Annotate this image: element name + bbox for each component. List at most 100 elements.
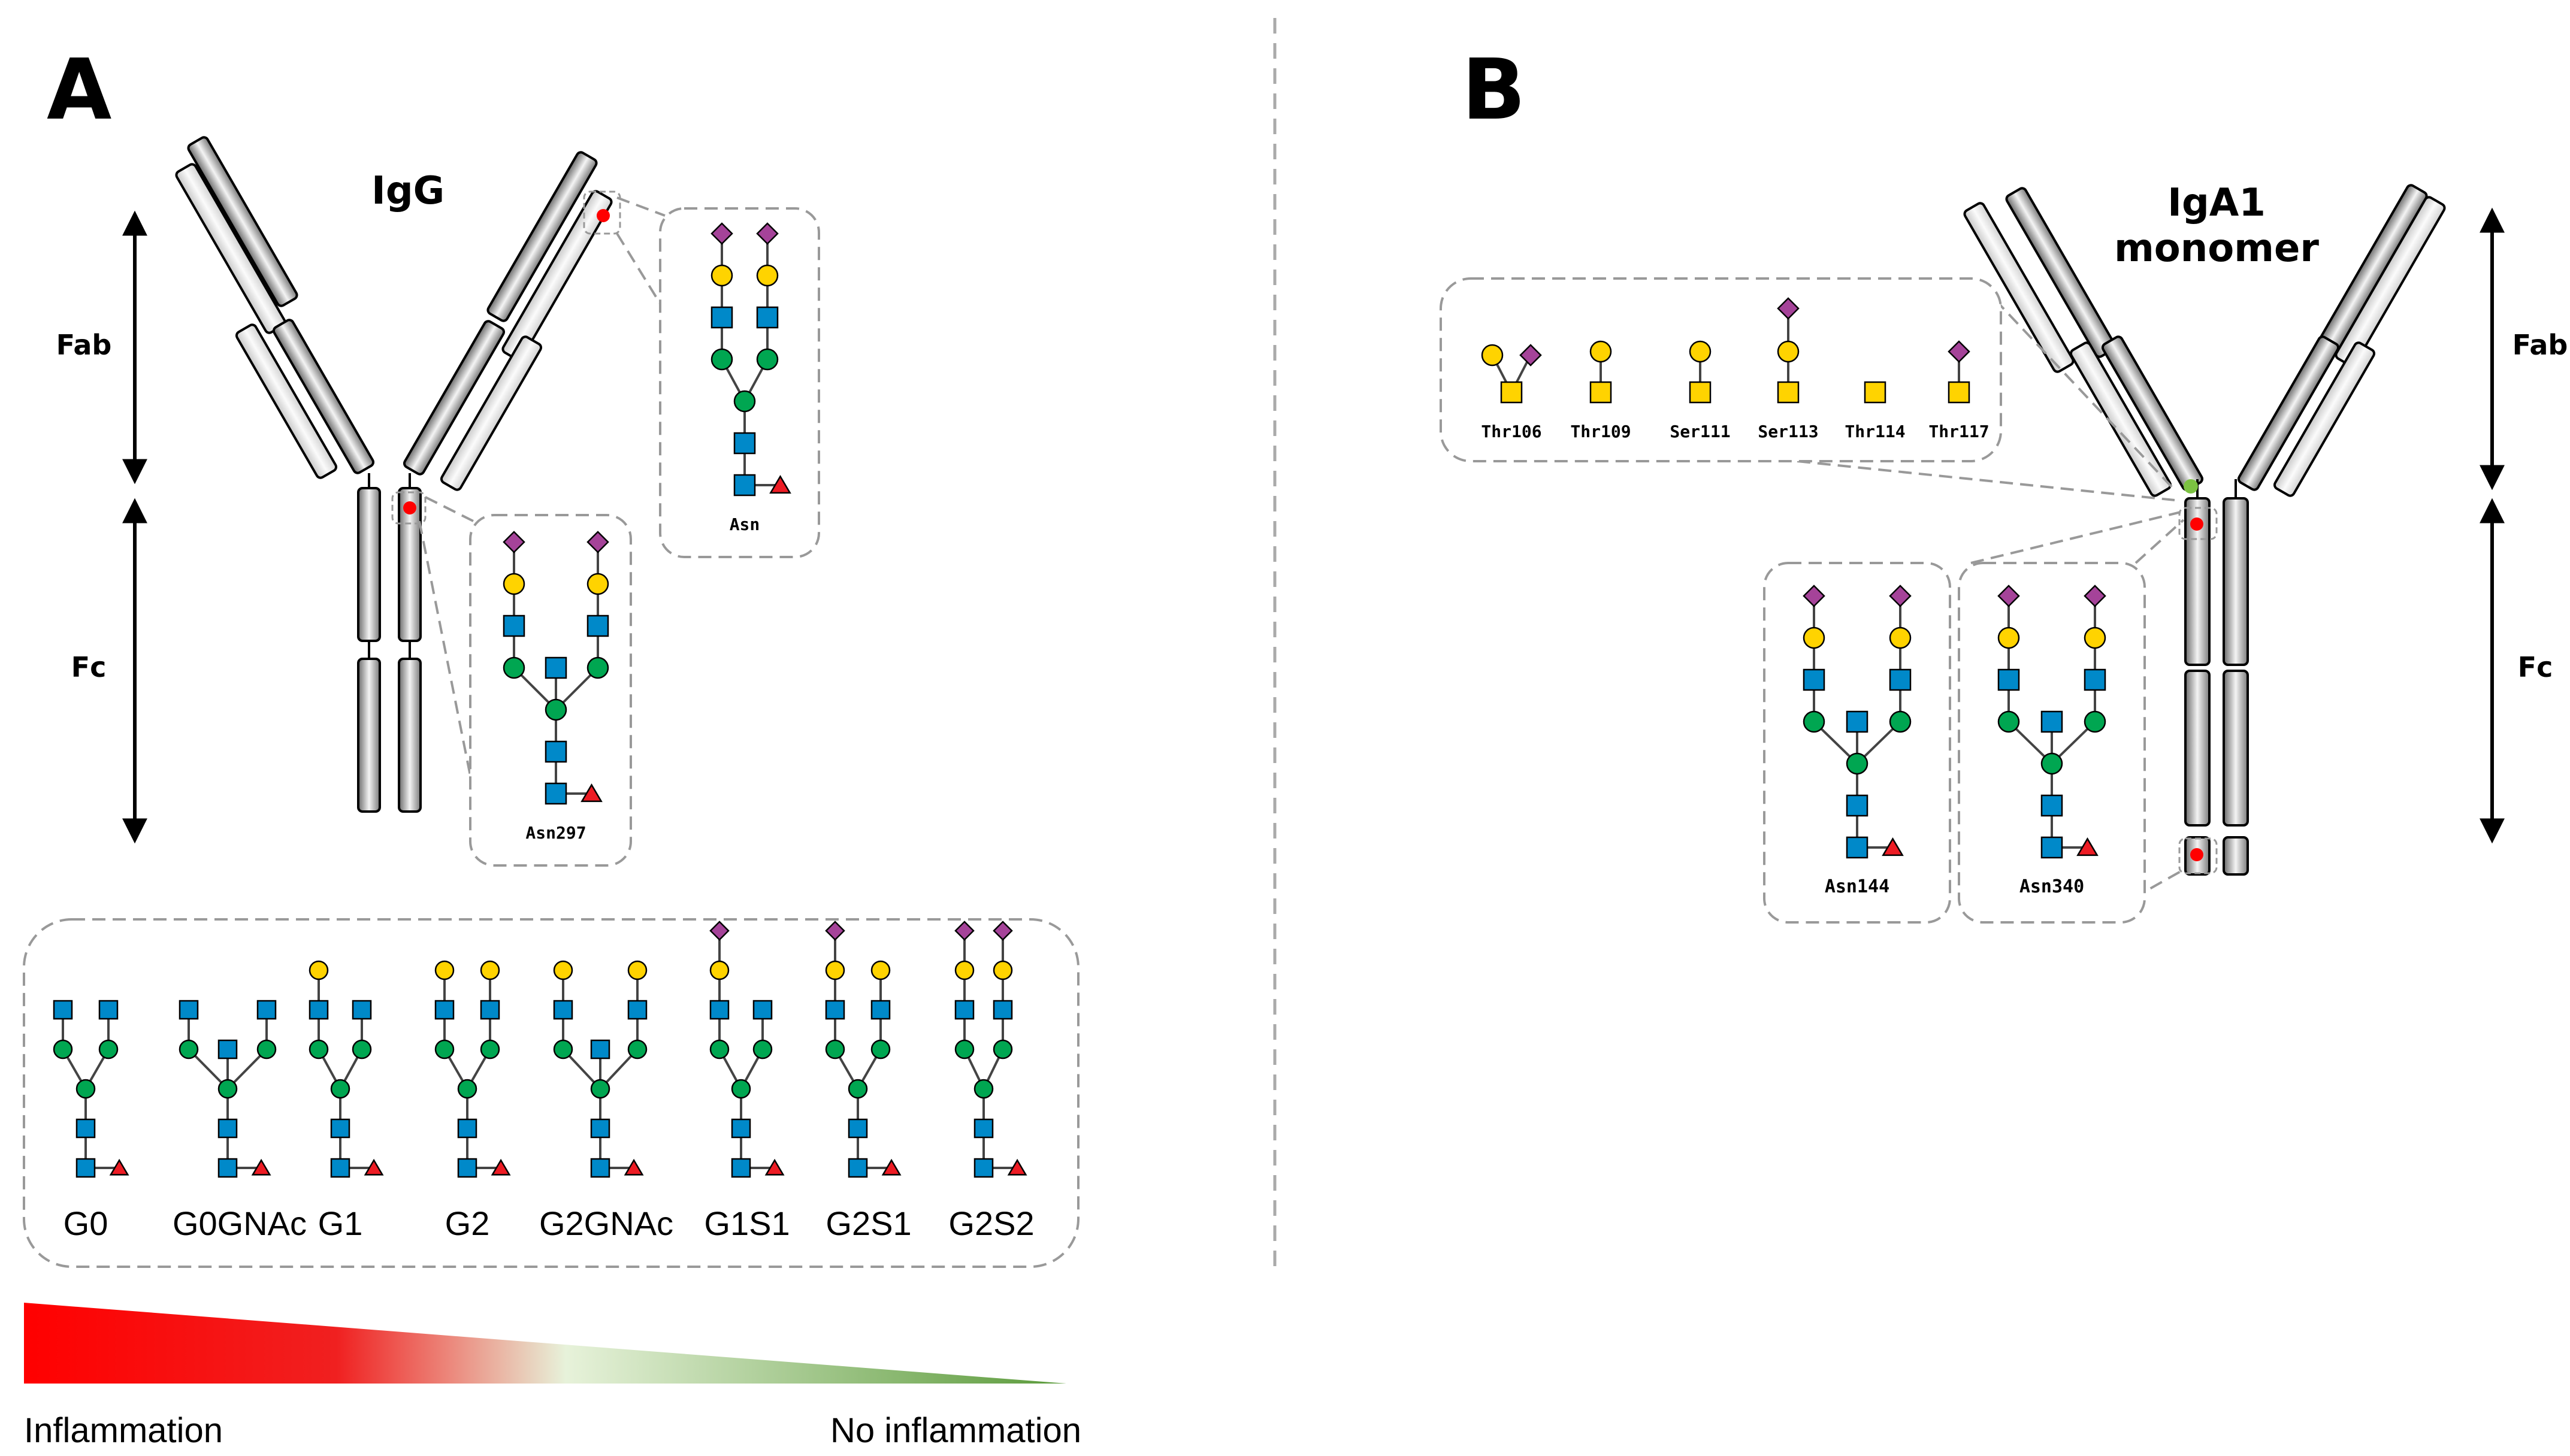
glcnac-square-icon: [217, 1158, 238, 1178]
mannose-circle-icon: [309, 1039, 329, 1060]
sialic-acid-diamond-icon: [1777, 297, 1800, 320]
mannose-circle-icon: [434, 1039, 455, 1060]
igg-fc-arrow: Fc: [71, 498, 147, 844]
glcnac-square-icon: [98, 1000, 119, 1020]
mannose-circle-icon: [553, 1039, 573, 1060]
glcnac-square-icon: [731, 1118, 751, 1139]
galactose-circle-icon: [434, 960, 455, 980]
galnac-square-icon: [1864, 381, 1886, 404]
mannose-circle-icon: [457, 1079, 477, 1099]
glycoform-structure: [825, 921, 902, 1178]
glcnac-square-icon: [2040, 710, 2063, 733]
glcnac-square-icon: [590, 1039, 610, 1060]
galactose-circle-icon: [309, 960, 329, 980]
glcnac-square-icon: [1889, 668, 1912, 691]
o-glycan-structure: [1948, 340, 1970, 404]
mannose-circle-icon: [848, 1079, 868, 1099]
galactose-circle-icon: [1997, 626, 2020, 649]
igg-fab-glycosylation-site: [597, 209, 610, 222]
mannose-circle-icon: [709, 1039, 730, 1060]
iga1-antibody: [1963, 184, 2446, 876]
mannose-circle-icon: [256, 1039, 277, 1060]
glcnac-square-icon: [954, 1000, 975, 1020]
igg-fab-arrow: Fab: [56, 210, 147, 485]
glcnac-square-icon: [993, 1000, 1013, 1020]
glycoform-structure: [709, 921, 785, 1178]
mannose-circle-icon: [1803, 710, 1825, 733]
glycoform-structure: [954, 921, 1027, 1178]
glycoform-box: [23, 918, 1080, 1268]
iga1-title-line1: IgA1: [2167, 181, 2266, 225]
o-site-label-ser111: Ser111: [1670, 422, 1730, 441]
fucose-triangle-icon: [624, 1158, 644, 1176]
glcnac-square-icon: [309, 1000, 329, 1020]
glycoform-label-g2: G2: [445, 1204, 490, 1242]
o-site-label-thr114: Thr114: [1845, 422, 1905, 441]
iga-asn144-glycan: [1803, 585, 1912, 859]
mannose-circle-icon: [993, 1039, 1013, 1060]
glcnac-square-icon: [848, 1118, 868, 1139]
igg-fab-site-label: Asn: [730, 514, 760, 534]
panel-a-label: A: [47, 41, 111, 139]
sialic-acid-diamond-icon: [1889, 585, 1912, 607]
galactose-circle-icon: [586, 573, 609, 595]
sialic-acid-diamond-icon: [1803, 585, 1825, 607]
glcnac-square-icon: [848, 1158, 868, 1178]
glcnac-square-icon: [710, 306, 733, 329]
o-site-label-thr106: Thr106: [1481, 422, 1541, 441]
iga1-title-line2: monomer: [2114, 226, 2319, 271]
glcnac-square-icon: [217, 1118, 238, 1139]
glcnac-square-icon: [586, 615, 609, 637]
mannose-circle-icon: [179, 1039, 199, 1060]
o-site-label-thr109: Thr109: [1570, 422, 1631, 441]
glcnac-square-icon: [590, 1158, 610, 1178]
glcnac-square-icon: [480, 1000, 500, 1020]
galactose-circle-icon: [825, 960, 845, 980]
igg-fc-glycan: [503, 531, 609, 805]
glcnac-square-icon: [352, 1000, 372, 1020]
o-site-label-thr117: Thr117: [1928, 422, 1989, 441]
glycoform-structure: [434, 960, 511, 1178]
galnac-square-icon: [1689, 381, 1712, 404]
igg-fab-glycan-box: [659, 207, 820, 558]
sialic-acid-diamond-icon: [2084, 585, 2106, 607]
sialic-acid-diamond-icon: [1997, 585, 2020, 607]
glycoform-label-g2gnac: G2GNAc: [539, 1204, 673, 1242]
glcnac-square-icon: [2040, 836, 2063, 859]
glcnac-square-icon: [545, 740, 567, 763]
inflammation-gradient: [24, 1303, 1066, 1384]
o-glycan-structure: [1589, 340, 1612, 404]
glcnac-square-icon: [330, 1118, 350, 1139]
galactose-circle-icon: [1777, 340, 1800, 363]
sialic-acid-diamond-icon: [503, 531, 525, 553]
glcnac-square-icon: [752, 1000, 773, 1020]
glcnac-square-icon: [53, 1000, 73, 1020]
fucose-triangle-icon: [1882, 837, 1904, 856]
glcnac-square-icon: [457, 1158, 477, 1178]
glcnac-square-icon: [217, 1039, 238, 1060]
galactose-circle-icon: [480, 960, 500, 980]
glycoform-structures: [53, 921, 1027, 1178]
sialic-acid-diamond-icon: [710, 222, 733, 245]
iga-asn144-label: Asn144: [1825, 876, 1889, 897]
glcnac-square-icon: [2040, 794, 2063, 817]
glycoform-structure: [553, 960, 648, 1178]
panel-b-label: B: [1462, 41, 1526, 139]
glcnac-square-icon: [256, 1000, 277, 1020]
mannose-circle-icon: [2040, 752, 2063, 775]
mannose-circle-icon: [75, 1079, 96, 1099]
igg-fc-glycan-box: [469, 514, 632, 867]
mannose-circle-icon: [710, 348, 733, 371]
glcnac-square-icon: [1803, 668, 1825, 691]
iga-asn340-site: [2190, 848, 2203, 861]
mannose-circle-icon: [352, 1039, 372, 1060]
mannose-circle-icon: [330, 1079, 350, 1099]
glycoform-structure: [53, 1000, 129, 1178]
sialic-acid-diamond-icon: [1519, 344, 1542, 367]
igg-fab-glycan: [710, 222, 791, 497]
galactose-circle-icon: [1689, 340, 1712, 363]
sialic-acid-diamond-icon: [1948, 340, 1970, 363]
mannose-circle-icon: [590, 1079, 610, 1099]
glcnac-square-icon: [75, 1118, 96, 1139]
mannose-circle-icon: [53, 1039, 73, 1060]
